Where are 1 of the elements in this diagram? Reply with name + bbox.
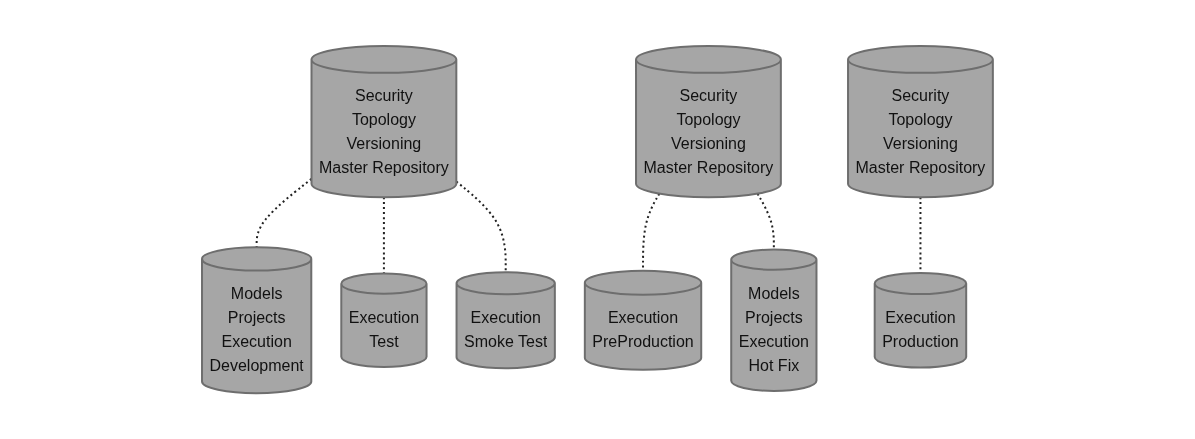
connector — [383, 196, 385, 275]
